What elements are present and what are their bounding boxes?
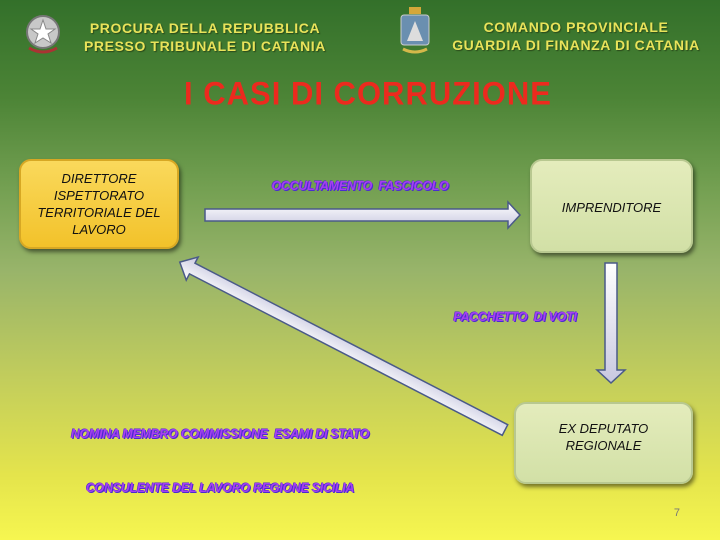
arrow-pacchetto	[595, 262, 627, 385]
node-direttore-line2: ISPETTORATO	[53, 188, 145, 203]
node-deputato-line1: EX DEPUTATO	[558, 421, 649, 436]
arrow-occultamento	[204, 200, 522, 230]
italian-republic-emblem-icon	[26, 15, 60, 54]
slide-title: I CASI DI CORRUZIONE	[184, 75, 552, 112]
header-guardia-finanza: COMANDO PROVINCIALE GUARDIA DI FINANZA D…	[440, 18, 712, 54]
header-procura-line1: PROCURA DELLA REPUBBLICA	[89, 20, 321, 36]
node-direttore-line4: LAVORO	[72, 222, 126, 237]
edge-label-occultamento: OCCULTAMENTO FASCICOLO	[271, 179, 449, 193]
header-gdf-line2: GUARDIA DI FINANZA DI CATANIA	[452, 37, 700, 53]
header-procura-line2: PRESSO TRIBUNALE DI CATANIA	[83, 38, 327, 54]
header-procura: PROCURA DELLA REPUBBLICA PRESSO TRIBUNAL…	[70, 19, 340, 55]
page-number: 7	[673, 507, 680, 519]
arrow-nomina	[178, 255, 509, 437]
node-imprenditore-label: IMPRENDITORE	[561, 200, 662, 215]
node-imprenditore: IMPRENDITORE	[530, 159, 693, 253]
header-gdf-line1: COMANDO PROVINCIALE	[483, 19, 669, 35]
edge-label-nomina-line2: CONSULENTE DEL LAVORO REGIONE SICILIA	[85, 481, 355, 495]
edge-label-nomina: NOMINA MEMBRO COMMISSIONE ESAMI DI STATO…	[40, 389, 400, 515]
node-direttore-line1: DIRETTORE	[61, 171, 137, 186]
node-ex-deputato: EX DEPUTATO REGIONALE	[514, 402, 693, 484]
edge-label-pacchetto: PACCHETTO DI VOTI	[453, 310, 577, 324]
node-direttore-line3: TERRITORIALE DEL	[37, 205, 161, 220]
node-deputato-line2: REGIONALE	[565, 438, 642, 453]
edge-label-nomina-line1: NOMINA MEMBRO COMMISSIONE ESAMI DI STATO	[70, 427, 370, 441]
guardia-di-finanza-crest-icon	[400, 7, 430, 54]
node-direttore: DIRETTORE ISPETTORATO TERRITORIALE DEL L…	[19, 159, 179, 249]
